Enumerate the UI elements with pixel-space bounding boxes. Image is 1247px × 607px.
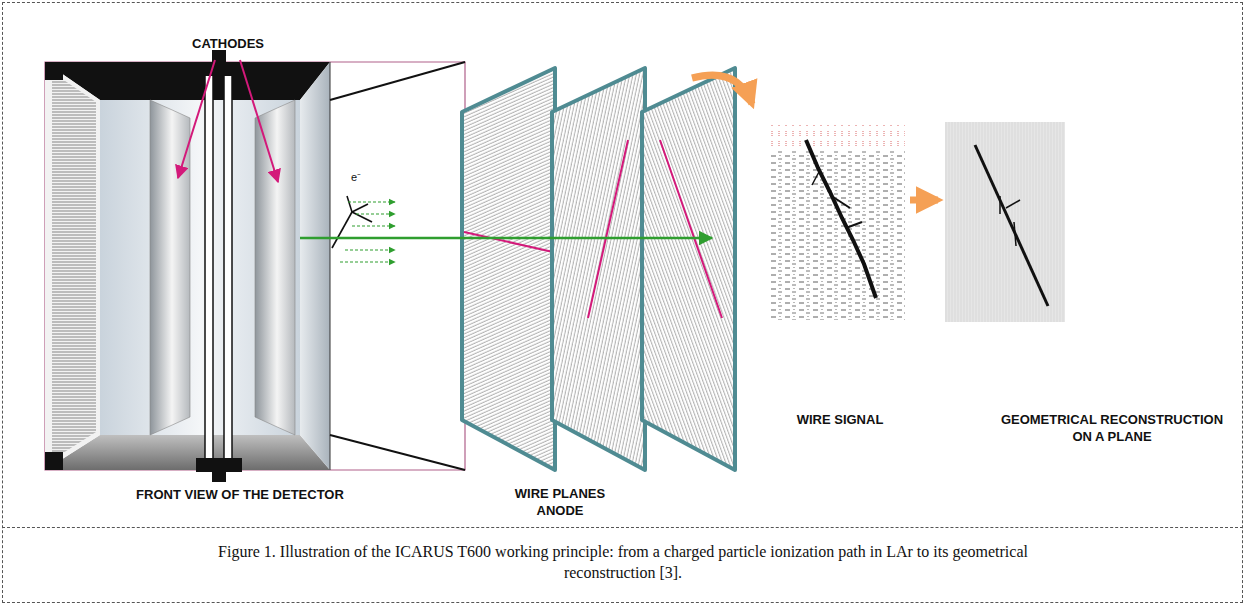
part-label: GEOMETRICAL RECONSTRUCTION ON A PLANE xyxy=(996,412,1228,446)
wire-planes xyxy=(300,68,752,470)
cathode-panel xyxy=(150,100,190,435)
leader-arrow xyxy=(178,60,215,178)
wire-signal-image xyxy=(770,125,938,320)
reconstruction-image xyxy=(945,122,1065,322)
caption-separator xyxy=(2,527,1243,528)
part-label: WIRE PLANES ANODE xyxy=(504,486,616,520)
cathode-panel xyxy=(255,100,295,435)
flow-arrow xyxy=(692,75,752,104)
part-label: WIRE SIGNAL xyxy=(770,412,910,429)
part-label: FRONT VIEW OF THE DETECTOR xyxy=(100,487,380,504)
leader-arrow xyxy=(240,60,278,182)
figure-caption: Figure 1. Illustration of the ICARUS T60… xyxy=(183,542,1063,584)
part-label: CATHODES xyxy=(173,36,283,53)
particle-track xyxy=(332,196,395,262)
particle-label: e⁻ xyxy=(344,172,368,183)
detector-front-view xyxy=(45,50,465,482)
flow-arrow xyxy=(910,197,938,204)
